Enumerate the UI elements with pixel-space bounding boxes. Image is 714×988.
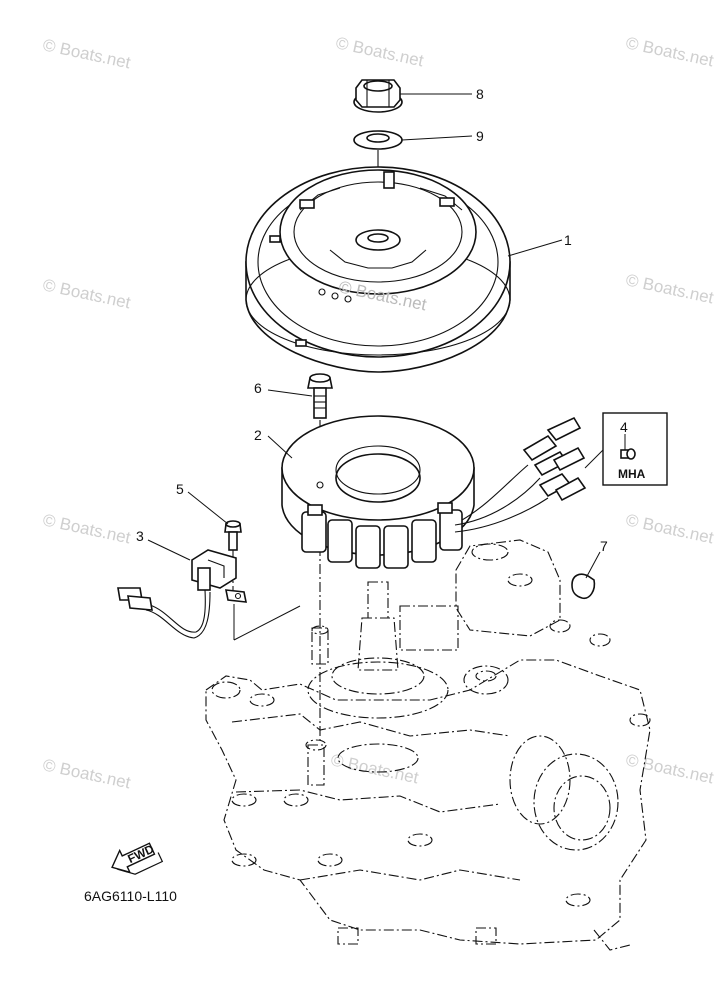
part-7-key	[571, 573, 596, 600]
leader-lines	[147, 93, 626, 579]
inset-label: MHA	[618, 467, 646, 481]
callout-3: 3	[136, 528, 144, 544]
callout-1: 1	[564, 232, 572, 248]
fwd-arrow: FWD	[111, 842, 164, 875]
watermark-text: © Boats.net	[41, 35, 132, 72]
callouts: 8 9 1 6 2 4 5 3 7	[136, 86, 628, 554]
watermark-text: © Boats.net	[624, 270, 714, 307]
callout-5: 5	[176, 481, 184, 497]
watermark-text: © Boats.net	[624, 33, 714, 70]
watermark-text: © Boats.net	[41, 275, 132, 312]
drawing-code: 6AG6110-L110	[84, 888, 177, 904]
callout-6: 6	[254, 380, 262, 396]
fwd-label: FWD	[125, 842, 156, 866]
watermark-text: © Boats.net	[41, 755, 132, 792]
inset-box: MHA	[584, 412, 668, 486]
stator-connectors	[522, 416, 587, 502]
watermark-text: © Boats.net	[41, 510, 132, 547]
callout-4: 4	[620, 419, 628, 435]
part-4-screw	[620, 448, 636, 460]
callout-9: 9	[476, 128, 484, 144]
watermark-text: © Boats.net	[624, 750, 714, 787]
callout-8: 8	[476, 86, 484, 102]
callout-7: 7	[600, 538, 608, 554]
stator-coils	[301, 502, 463, 569]
part-1-flywheel	[245, 166, 511, 373]
part-2-stator	[281, 415, 587, 569]
part-8-nut	[353, 79, 403, 113]
part-3-pulser-coil	[117, 549, 301, 641]
powerhead-phantom	[205, 539, 651, 951]
watermark-text: © Boats.net	[329, 750, 420, 787]
callout-2: 2	[254, 427, 262, 443]
part-6-bolt	[307, 373, 333, 740]
part-9-washer	[353, 130, 403, 150]
watermark-text: © Boats.net	[624, 510, 714, 547]
watermark-text: © Boats.net	[334, 33, 425, 70]
